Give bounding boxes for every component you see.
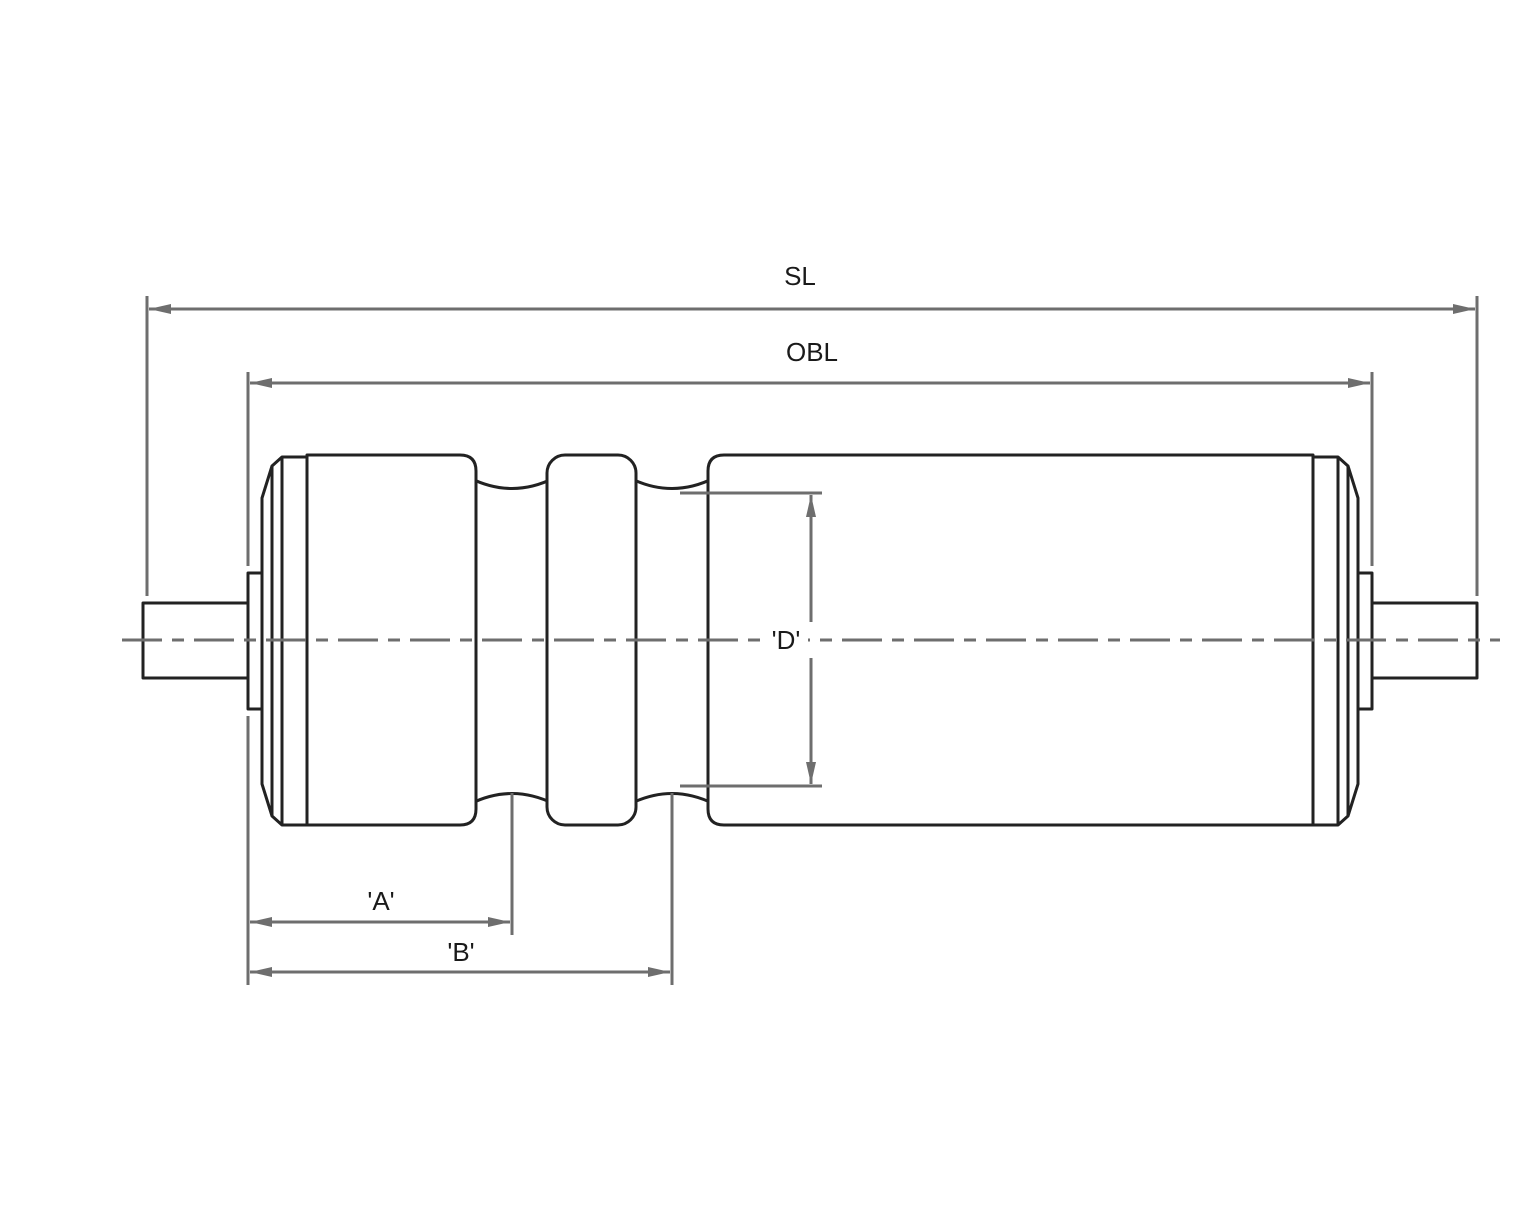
- sl-label: SL: [784, 261, 816, 291]
- dimension-a: [250, 917, 510, 927]
- sl-arrow-left: [149, 304, 171, 314]
- a-label: 'A': [367, 886, 394, 916]
- a-arrow-right: [488, 917, 510, 927]
- d-label: 'D': [772, 625, 801, 655]
- obl-arrow-right: [1348, 378, 1370, 388]
- sl-arrow-right: [1453, 304, 1475, 314]
- dimension-b: [250, 967, 670, 977]
- b-label: 'B': [447, 937, 474, 967]
- dimension-sl: [149, 304, 1475, 314]
- obl-arrow-left: [250, 378, 272, 388]
- d-arrow-bottom: [806, 762, 816, 784]
- dimension-obl: [250, 378, 1370, 388]
- d-label-backdrop: [764, 624, 808, 656]
- dimension-d: [806, 495, 816, 784]
- b-arrow-left: [250, 967, 272, 977]
- d-arrow-top: [806, 495, 816, 517]
- extension-lines: [145, 296, 1479, 985]
- b-arrow-right: [648, 967, 670, 977]
- a-arrow-left: [250, 917, 272, 927]
- obl-label: OBL: [786, 337, 838, 367]
